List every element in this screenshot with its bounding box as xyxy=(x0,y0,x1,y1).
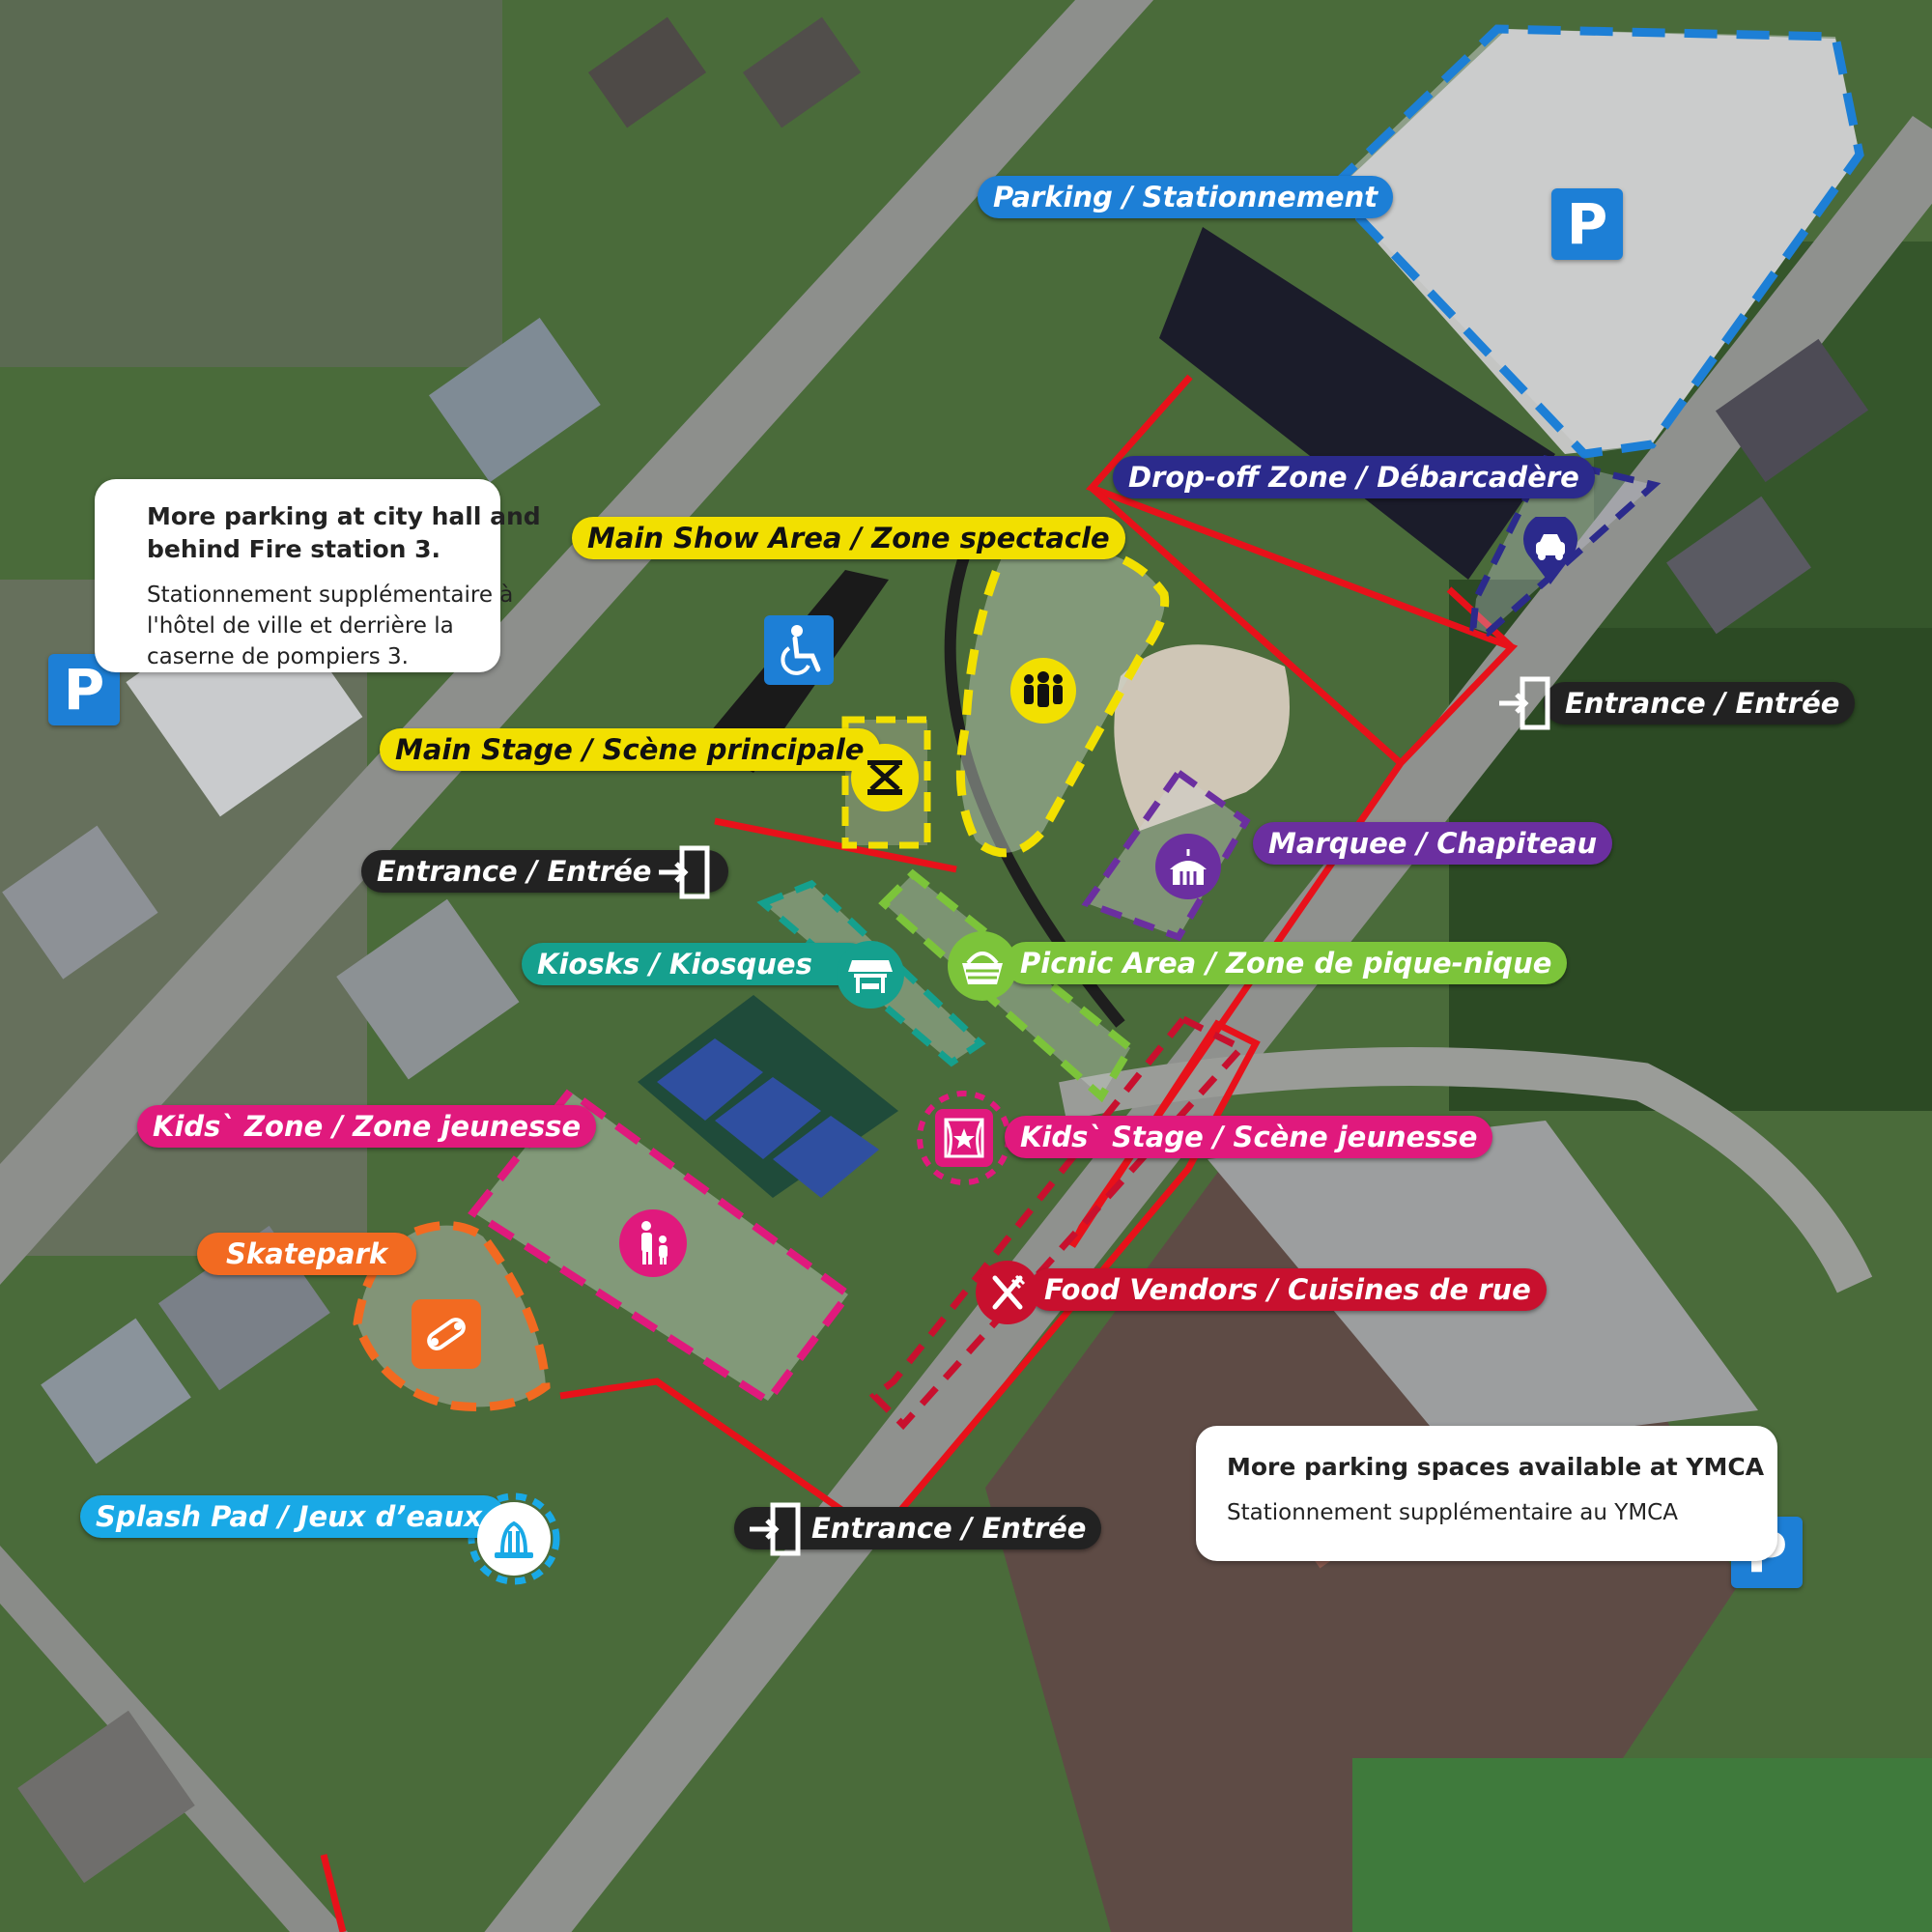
circus-tent-icon xyxy=(1155,834,1221,899)
tennis-courts xyxy=(638,995,898,1198)
skateboard-icon xyxy=(412,1299,481,1369)
ymca-parking-note: More parking spaces available at YMCA St… xyxy=(1196,1426,1777,1561)
ymca-note-fr: Stationnement supplémentaire au YMCA xyxy=(1227,1500,1678,1525)
entrance-w-label: Entrance / Entrée xyxy=(361,850,729,893)
parking-icon: P xyxy=(1551,188,1623,260)
main-show-label: Main Show Area / Zone spectacle xyxy=(572,517,1125,559)
entrance-s-label: Entrance / Entrée xyxy=(734,1507,1102,1549)
city-hall-note-fr: Stationnement supplémentaire à l'hôtel d… xyxy=(147,582,514,669)
parent-child-icon xyxy=(619,1209,687,1277)
picnic-label: Picnic Area / Zone de pique-nique xyxy=(1005,942,1568,984)
wheelchair-icon xyxy=(764,615,834,685)
main-stage-label: Main Stage / Scène principale xyxy=(380,728,880,771)
crowd-icon xyxy=(1010,658,1076,724)
kids-stage-label: Kids` Stage / Scène jeunesse xyxy=(1005,1116,1493,1158)
city-hall-note-en: More parking at city hall and behind Fir… xyxy=(147,502,541,563)
dropoff-label: Drop-off Zone / Débarcadère xyxy=(1113,456,1595,498)
kids-zone-label: Kids` Zone / Zone jeunesse xyxy=(137,1105,597,1148)
marquee-label: Marquee / Chapiteau xyxy=(1253,822,1613,865)
city-hall-parking-note: More parking at city hall and behind Fir… xyxy=(95,479,541,672)
food-vendors-label: Food Vendors / Cuisines de rue xyxy=(1029,1268,1547,1311)
entrance-ne-label: Entrance / Entrée xyxy=(1544,682,1856,724)
star-stage-icon xyxy=(935,1109,993,1167)
skatepark-label: Skatepark xyxy=(197,1233,417,1275)
car-location-pin-icon xyxy=(1515,517,1586,588)
fork-knife-icon xyxy=(976,1261,1039,1324)
splash-pad-zone xyxy=(468,1492,560,1585)
water-fountain-icon xyxy=(477,1502,551,1576)
entrance-door-icon-south xyxy=(746,1499,806,1559)
parking-label: Parking / Stationnement xyxy=(978,176,1394,218)
kiosks-label: Kiosks / Kiosques xyxy=(522,943,870,985)
picnic-basket-icon xyxy=(948,931,1017,1001)
ymca-note-en: More parking spaces available at YMCA xyxy=(1227,1453,1765,1481)
market-stall-icon xyxy=(837,941,904,1009)
splash-pad-label: Splash Pad / Jeux d’eaux xyxy=(80,1495,505,1538)
food-vendors-zone xyxy=(868,1014,1247,1431)
stage-icon xyxy=(851,744,919,811)
entrance-door-icon xyxy=(1495,673,1555,733)
entrance-door-icon-west xyxy=(655,842,715,902)
